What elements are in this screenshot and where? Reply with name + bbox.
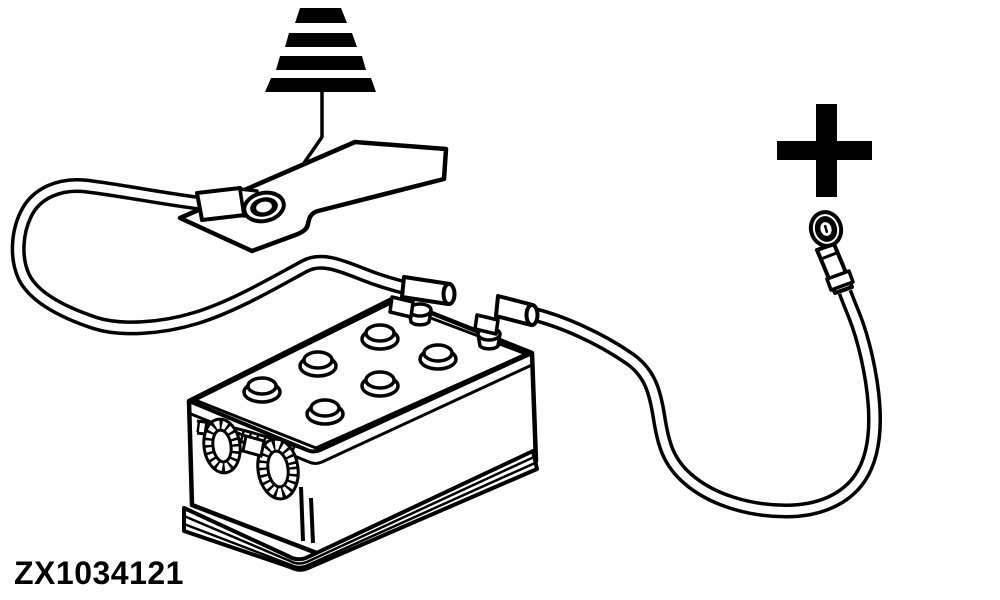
cell-cap xyxy=(242,376,282,404)
positive-cable-ring-terminal xyxy=(808,210,855,295)
positive-cable-casing xyxy=(526,289,882,519)
negative-cable xyxy=(10,177,425,336)
ground-ring xyxy=(242,190,286,224)
battery-lid-lip xyxy=(190,362,535,465)
battery-top-face-edge xyxy=(188,351,533,454)
ground-bracket xyxy=(177,139,449,254)
vent-tube-fitting xyxy=(241,434,266,458)
ground-cable-ring-terminal xyxy=(195,186,286,224)
negative-cable-core xyxy=(14,181,424,332)
ground-crimp-barrel xyxy=(195,186,247,222)
battery-vent-coils xyxy=(196,417,300,501)
ground-icon-stripe-2 xyxy=(285,33,357,47)
part-code-label: ZX1034121 xyxy=(14,555,184,591)
ground-icon-stripe-4 xyxy=(265,78,376,92)
positive-clamp-end xyxy=(524,303,540,327)
positive-crimp-band xyxy=(825,269,855,292)
ground-icon xyxy=(265,8,376,92)
positive-ring xyxy=(808,210,844,248)
battery-corner-line-2 xyxy=(309,497,315,544)
positive-cable xyxy=(526,289,882,519)
positive-crimp-seam xyxy=(820,250,840,261)
ground-icon-stripe-3 xyxy=(276,56,366,70)
battery xyxy=(182,295,539,572)
cell-cap xyxy=(298,350,338,378)
battery-cell-caps xyxy=(242,323,458,426)
positive-terminal-clamp xyxy=(473,294,540,351)
negative-terminal-clamp xyxy=(388,275,457,327)
positive-cable-core xyxy=(527,290,879,515)
battery-tray xyxy=(182,449,539,572)
battery-tray-step-line-1 xyxy=(183,455,535,565)
plus-icon-horizontal-bar xyxy=(777,141,872,160)
battery-lid-rim xyxy=(193,301,528,450)
battery-corner-line-1 xyxy=(299,486,305,542)
cell-cap xyxy=(360,323,400,351)
negative-clamp-tab xyxy=(388,295,415,319)
plus-icon xyxy=(777,104,872,197)
cell-cap xyxy=(305,398,345,426)
negative-post xyxy=(407,302,433,327)
vent-coil-left xyxy=(202,417,242,475)
ground-icon-stripe-1 xyxy=(295,8,347,23)
positive-clamp-tab xyxy=(473,313,500,336)
negative-clamp-end xyxy=(441,282,457,306)
cell-cap xyxy=(418,343,458,371)
battery-tray-step-line-2 xyxy=(183,461,536,569)
cell-cap xyxy=(360,370,400,398)
vent-coil-right xyxy=(256,437,300,501)
